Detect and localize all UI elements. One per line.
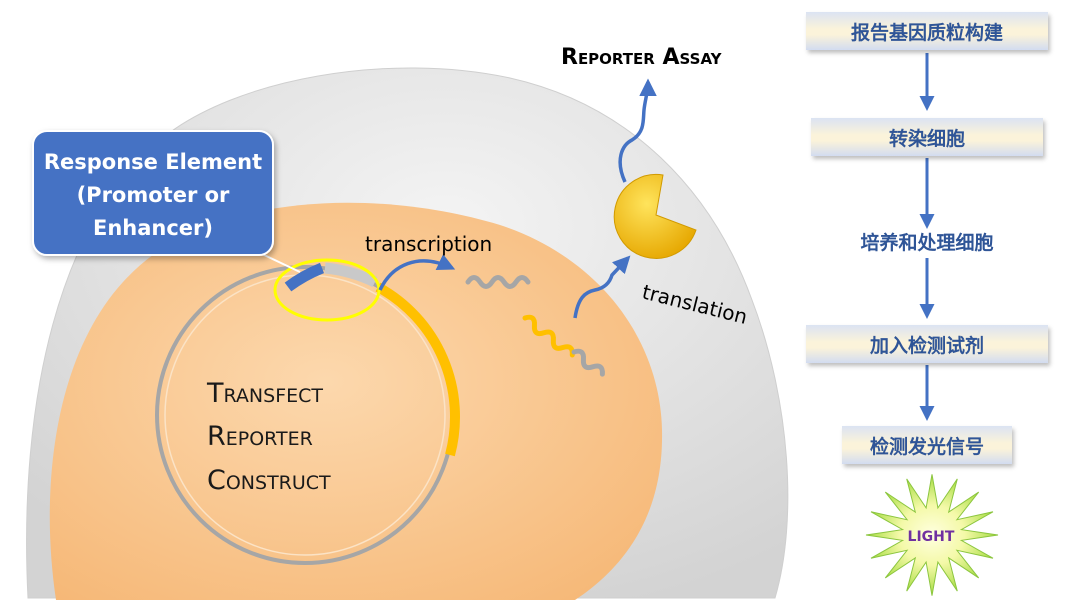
reporter-protein-icon [613, 173, 697, 259]
mrna-strand [465, 275, 605, 377]
callout-text-line3: Enhancer) [93, 216, 213, 240]
callout-text-line1: Response Element [44, 150, 262, 174]
assay-arrow [618, 78, 657, 183]
construct-label-line3: Construct [207, 465, 331, 496]
callout-pointer [261, 253, 301, 273]
transcription-label: transcription [365, 232, 492, 256]
workflow-step-1: 报告基因质粒构建 [806, 12, 1048, 50]
light-burst-icon [865, 474, 999, 596]
highlight-ring [273, 258, 381, 322]
workflow-step-4: 加入检测试剂 [806, 325, 1048, 363]
workflow-step-3: 培养和处理细胞 [860, 231, 994, 254]
response-element-callout [32, 130, 274, 256]
response-element-block [284, 262, 325, 292]
transcription-arrow [378, 254, 456, 291]
translation-arrow [573, 255, 631, 319]
workflow-step-2: 转染细胞 [811, 118, 1043, 156]
construct-label-line1: Transfect [206, 378, 323, 409]
reporter-gene-segment [375, 282, 460, 457]
light-label: LIGHT [908, 529, 955, 545]
workflow-step-5: 检测发光信号 [842, 426, 1012, 464]
construct-label-line2: Reporter [207, 421, 313, 452]
promoter-block [324, 262, 378, 287]
nucleus [49, 202, 663, 600]
reporter-assay-title: Reporter Assay [561, 45, 723, 70]
callout-text-line2: (Promoter or [77, 183, 230, 207]
